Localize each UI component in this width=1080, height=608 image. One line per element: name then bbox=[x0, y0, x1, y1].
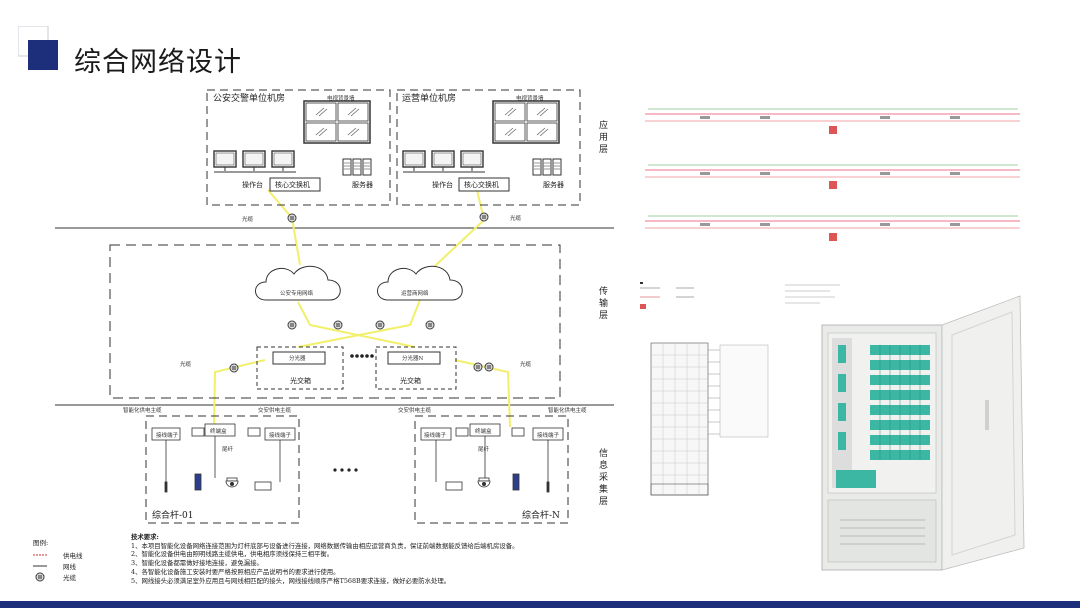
fiber-label-box1: 光缆 bbox=[180, 360, 192, 368]
fiber-label-left: 光缆 bbox=[242, 215, 254, 223]
pole-01-label: 综合杆-01 bbox=[152, 509, 194, 521]
title-accent-mark bbox=[18, 26, 58, 70]
splitter-n-label: 分光器N bbox=[402, 354, 424, 362]
legend-item-fiber: 光缆 bbox=[33, 571, 123, 582]
note-item: 2、智能化设备供电由照明线路主缆供电，供电相序须线保持三相平衡。 bbox=[131, 550, 334, 559]
fiber-node-icon bbox=[484, 362, 494, 372]
note-item: 3、智能化设备都需做好接地连接，避免漏接。 bbox=[131, 559, 263, 568]
police-network-cloud bbox=[255, 265, 341, 301]
pole-n-smart-power: 智能化供电主缆 bbox=[548, 406, 587, 414]
operator-console-label: 操作台 bbox=[432, 180, 453, 189]
police-monitors bbox=[213, 150, 296, 173]
legend-fiber-label: 光缆 bbox=[63, 573, 76, 582]
pole-01-terminal-a: 接线端子 bbox=[156, 431, 179, 439]
pole-n-terminal-box: 终端盒 bbox=[475, 427, 492, 435]
operator-core-switch bbox=[458, 177, 510, 192]
police-room-label: 公安交警单位机房 bbox=[213, 92, 285, 104]
police-server-label: 服务器 bbox=[352, 180, 373, 189]
right-legend bbox=[640, 282, 840, 309]
operator-server-label: 服务器 bbox=[543, 180, 564, 189]
fiber-node-icon bbox=[473, 362, 483, 372]
police-core-switch-label: 核心交换机 bbox=[275, 180, 310, 189]
operator-room-frame bbox=[396, 89, 581, 206]
optical-box-n-label: 光交箱 bbox=[400, 376, 421, 385]
fiber-node-icon bbox=[35, 572, 45, 581]
police-console-label: 操作台 bbox=[242, 180, 263, 189]
operator-servers bbox=[532, 158, 562, 176]
optical-box-n bbox=[375, 346, 457, 390]
splitter-n bbox=[387, 351, 441, 365]
operator-room-label: 运营单位机房 bbox=[402, 92, 456, 104]
pole-n-tail: 尾纤 bbox=[478, 445, 490, 453]
splitter-1-label: 分光器 bbox=[289, 354, 306, 362]
legend-power-label: 供电线 bbox=[63, 551, 83, 560]
power-line-icon bbox=[33, 554, 47, 555]
ellipsis-dots bbox=[333, 468, 358, 472]
police-room-frame bbox=[206, 89, 391, 206]
legend-title: 图例: bbox=[33, 539, 49, 547]
optical-cabinet-image bbox=[821, 295, 1025, 571]
pole-n-terminal-a: 接线端子 bbox=[424, 431, 447, 439]
note-item: 1、本项目智能化设备网络连接范围为灯杆底部与设备进行连接，网络数据传输由相应运营… bbox=[131, 541, 519, 550]
pole-n-terminal-b: 接线端子 bbox=[537, 431, 560, 439]
dome-camera-icon bbox=[477, 477, 491, 488]
splitter-1 bbox=[272, 351, 326, 365]
layer-label-app: 应用层 bbox=[599, 119, 608, 155]
notes-title: 技术要求: bbox=[131, 533, 159, 541]
transport-frame bbox=[109, 244, 561, 399]
legend-network-label: 网线 bbox=[63, 562, 76, 571]
fiber-node-icon bbox=[479, 212, 489, 222]
fiber-node-icon bbox=[287, 213, 297, 223]
fiber-node-icon bbox=[229, 363, 239, 373]
operator-network-cloud bbox=[377, 265, 463, 301]
note-item: 5、网线接头必须满足室外应用且与网线相匹配的接头，网线接线顺序严格T568B要求… bbox=[131, 576, 451, 585]
fiber-node-icon bbox=[333, 320, 343, 330]
wiring-strips bbox=[645, 108, 1020, 241]
pole-n-devices bbox=[420, 423, 564, 493]
operator-core-switch-label: 核心交换机 bbox=[464, 180, 499, 189]
page-title: 综合网络设计 bbox=[74, 47, 242, 78]
pole-n-label: 综合杆-N bbox=[522, 509, 560, 521]
terminal-table bbox=[650, 342, 769, 496]
police-servers bbox=[342, 158, 372, 176]
fiber-label-boxn: 光缆 bbox=[520, 360, 532, 368]
layer-label-transport: 传输层 bbox=[599, 285, 608, 321]
optical-box-1 bbox=[256, 346, 344, 390]
fiber-lines bbox=[213, 189, 511, 428]
optical-box-1-label: 光交箱 bbox=[290, 376, 311, 385]
technical-notes: 技术要求: 1、本项目智能化设备网络连接范围为灯杆底部与设备进行连接，网络数据传… bbox=[131, 533, 601, 585]
operator-network-label: 运营商网络 bbox=[401, 289, 429, 297]
pole-01-devices bbox=[151, 423, 296, 493]
pole-01-terminal-box: 终端盒 bbox=[210, 427, 227, 435]
pole-01-tail: 尾纤 bbox=[222, 445, 234, 453]
operator-monitors bbox=[402, 150, 485, 173]
police-core-switch bbox=[269, 177, 321, 192]
network-line-icon bbox=[33, 565, 47, 566]
fiber-node-icon bbox=[287, 320, 297, 330]
fiber-node-icon bbox=[425, 320, 435, 330]
police-tv-wall-label: 电视背景墙 bbox=[327, 94, 355, 102]
footer-bar bbox=[0, 601, 1080, 608]
legend: 图例: 供电线 网线 光缆 bbox=[33, 537, 123, 582]
pole-01-ac-power: 交安供电主缆 bbox=[258, 406, 292, 414]
pole-01-smart-power: 智能化供电主缆 bbox=[123, 406, 162, 414]
note-item: 4、各智能化设备施工安装时要严格按照相应产品说明书的要求进行使用。 bbox=[131, 567, 340, 576]
police-tv-wall bbox=[303, 100, 371, 144]
layer-label-collect: 信息采集层 bbox=[599, 447, 608, 507]
operator-tv-wall-label: 电视背景墙 bbox=[516, 94, 544, 102]
fiber-label-right: 光缆 bbox=[510, 214, 522, 222]
pole-01-terminal-b: 接线端子 bbox=[269, 431, 292, 439]
legend-item-power: 供电线 bbox=[33, 549, 123, 560]
police-network-label: 公安专用网络 bbox=[280, 289, 314, 297]
pole-n-ac-power: 交安供电主缆 bbox=[398, 406, 432, 414]
dome-camera-icon bbox=[225, 477, 239, 488]
fiber-node-icon bbox=[375, 320, 385, 330]
ellipsis-dots bbox=[350, 354, 374, 358]
operator-tv-wall bbox=[492, 100, 560, 144]
legend-item-network: 网线 bbox=[33, 560, 123, 571]
